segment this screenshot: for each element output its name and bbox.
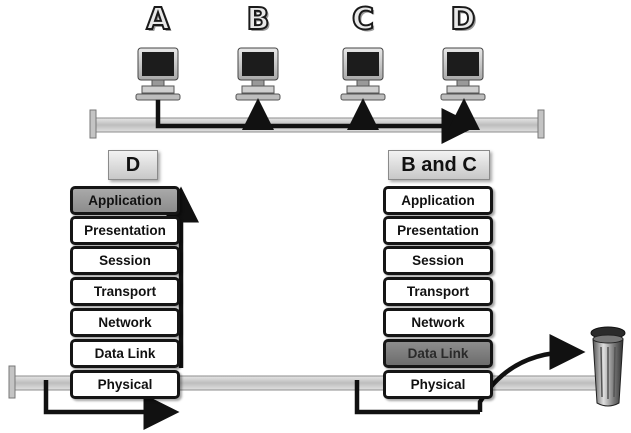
node-label-d: D [450,1,477,38]
right-stack-header-label: B and C [401,154,477,176]
left-layer-data-link: Data Link [70,339,180,368]
left-layer-presentation: Presentation [70,216,180,245]
node-label-b: B [246,1,271,38]
right-layer-application: Application [383,186,493,215]
node-label-a: A [145,1,170,38]
left-layer-application: Application [70,186,180,215]
left-layer-transport: Transport [70,277,180,306]
left-stack-header: D [108,150,158,180]
right-layer-presentation: Presentation [383,216,493,245]
right-layer-transport: Transport [383,277,493,306]
right-layer-session: Session [383,246,493,275]
right-layer-network: Network [383,308,493,337]
right-stack-path [354,334,586,415]
computer-icon-a [135,47,181,101]
left-layer-network: Network [70,308,180,337]
right-layer-data-link: Data Link [383,339,493,368]
trash-can-icon [590,326,626,407]
computer-icon-d [440,47,486,101]
right-layer-physical: Physical [383,370,493,399]
left-stack-path [43,186,199,430]
computer-icon-c [340,47,386,101]
node-label-c: C [351,1,375,38]
left-layer-physical: Physical [70,370,180,399]
left-stack-header-label: D [125,154,141,176]
upper-frame-path [155,98,480,144]
right-stack-header: B and C [388,150,490,180]
left-layer-session: Session [70,246,180,275]
computer-icon-b [235,47,281,101]
